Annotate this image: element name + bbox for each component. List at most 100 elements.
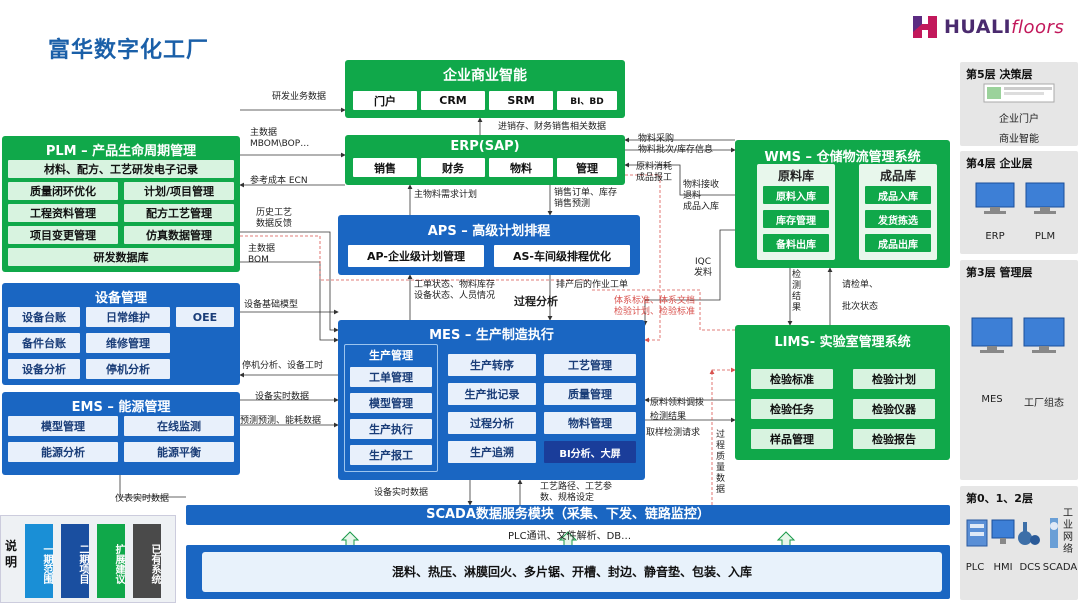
ems-item-balance: 能源平衡: [124, 442, 234, 462]
erp-item-material: 物料: [489, 158, 553, 177]
layer-4-title: 第4层 企业层: [966, 157, 1033, 170]
ems-title: EMS – 能源管理: [71, 400, 171, 415]
equip-item-repair: 维修管理: [86, 333, 170, 353]
note-forecast: 预测预测、能耗数据: [240, 416, 322, 426]
wms-fin-1: 发货拣选: [865, 210, 931, 228]
note-consume: 原料消耗 成品报工: [636, 162, 673, 183]
equip-item-oee: OEE: [176, 307, 234, 327]
wms-panel: WMS – 仓储物流管理系统 原料库 原料入库 库存管理 备料出库 成品库 成品…: [735, 140, 950, 268]
erp-item-sales: 销售: [353, 158, 417, 177]
note-inspect-res2: 检测结果: [650, 412, 687, 422]
lims-title: LIMS- 实验室管理系统: [774, 335, 911, 350]
erp-panel: ERP(SAP) 销售 财务 物料 管理: [345, 135, 625, 185]
layer-0-2-network: 工业网络: [1063, 508, 1073, 555]
aps-title: APS – 高级计划排程: [427, 224, 551, 239]
mes-right-0: 工艺管理: [544, 354, 636, 376]
process-list: 混料、热压、淋膜回火、多片锯、开槽、封边、静音垫、包装、入库: [202, 552, 942, 592]
layer-3-title: 第3层 管理层: [966, 266, 1033, 279]
mes-right-3: BI分析、大屏: [544, 441, 636, 463]
aps-panel: APS – 高级计划排程 AP-企业级计划管理 AS-车间级排程优化: [338, 215, 640, 275]
mes-left-3: 生产报工: [350, 445, 432, 465]
layer-5-item-0: 企业门户: [999, 114, 1039, 125]
note-equip-rt: 设备实时数据: [255, 392, 310, 402]
mes-panel: MES – 生产制造执行 生产管理 工单管理 模型管理 生产执行 生产报工 生产…: [338, 320, 645, 480]
equip-item-ledger: 设备台账: [8, 307, 80, 327]
plm-server-icon: [1025, 182, 1065, 214]
equipment-title: 设备管理: [94, 291, 147, 306]
equip-item-spares: 备件台账: [8, 333, 80, 353]
note-sched-order: 排产后的作业工单: [556, 280, 629, 290]
erp-server-icon: [975, 182, 1015, 214]
scada-bar: SCADA数据服务模块（采集、下发、链路监控）: [186, 505, 950, 525]
lims-panel: LIMS- 实验室管理系统 检验标准 检验计划 检验任务 检验仪器 样品管理 检…: [735, 325, 950, 460]
equip-item-analysis: 设备分析: [8, 359, 80, 379]
layer-0-2-title: 第0、1、2层: [966, 492, 1033, 505]
mes-right-1: 质量管理: [544, 383, 636, 405]
mes-sub-title: 生产管理: [369, 349, 413, 362]
scada-sub: PLC通讯、文件解析、DB…: [508, 531, 632, 542]
note-meter-rt: 仪表实时数据: [115, 494, 170, 504]
erp-item-management: 管理: [557, 158, 617, 177]
note-route: 工艺路径、工艺参 数、规格设定: [540, 482, 613, 503]
note-mat-purchase: 物料采购 物料批次/库存信息: [638, 134, 714, 155]
legend: 说明 一期范围 二期项目 扩展建议 已有系统: [0, 515, 176, 603]
legend-item-existing: 已有系统: [133, 524, 161, 598]
ems-panel: EMS – 能源管理 模型管理 在线监测 能源分析 能源平衡: [2, 392, 240, 475]
brand-logo: HUALIfloors: [910, 10, 1070, 44]
plm-item-plan: 计划/项目管理: [124, 182, 234, 200]
note-process-analysis: 过程分析: [514, 295, 558, 308]
note-cost-ecn: 参考成本 ECN: [250, 176, 308, 186]
wms-raw-store: 原料库 原料入库 库存管理 备料出库: [757, 164, 835, 260]
ems-item-analysis: 能源分析: [8, 442, 118, 462]
wms-fin-title: 成品库: [879, 169, 916, 183]
legend-item-extension: 扩展建议: [97, 524, 125, 598]
note-equip-rt2: 设备实时数据: [374, 488, 429, 498]
erp-item-finance: 财务: [421, 158, 485, 177]
equip-item-maintenance: 日常维护: [86, 307, 170, 327]
lims-item-1: 检验计划: [853, 369, 935, 389]
wms-raw-2: 备料出库: [763, 234, 829, 252]
aps-item-as: AS-车间级排程优化: [494, 245, 630, 267]
legend-label: 说明: [4, 539, 17, 569]
ems-item-model: 模型管理: [8, 416, 118, 436]
bi-item-bibd: BI、BD: [557, 91, 617, 110]
mes-left-2: 生产执行: [350, 419, 432, 439]
layer-4: 第4层 企业层 ERP PLM: [960, 151, 1078, 254]
wms-finished-store: 成品库 成品入库 发货拣选 成品出库: [859, 164, 937, 260]
plm-item-formula: 配方工艺管理: [124, 204, 234, 222]
mes-mid-2: 过程分析: [448, 412, 536, 434]
logo-text: HUALIfloors: [944, 16, 1065, 38]
note-sample-req: 取样检测请求: [646, 428, 701, 438]
legend-item-phase1: 一期范围: [25, 524, 53, 598]
note-history: 历史工艺 数据反馈: [256, 208, 293, 229]
layer-3-item-0: MES: [981, 394, 1003, 405]
note-mat-adjust: 原料领料调拨: [650, 398, 705, 408]
equipment-panel: 设备管理 设备台账 日常维护 OEE 备件台账 维修管理 设备分析 停机分析: [2, 283, 240, 385]
note-mat-plan: 主物料需求计划: [414, 190, 478, 200]
note-equip-model: 设备基础模型: [244, 300, 299, 310]
note-master-bom: 主数据 BOM: [248, 244, 276, 265]
portal-screen-icon: [983, 83, 1055, 103]
note-sales-fin: 进销存、财务销售相关数据: [498, 122, 607, 132]
ems-item-monitor: 在线监测: [124, 416, 234, 436]
mes-monitor-icon: [971, 317, 1013, 353]
bi-panel: 企业商业智能 门户 CRM SRM BI、BD: [345, 60, 625, 118]
factory-config-icon: [1023, 317, 1065, 353]
note-iqc: IQC 发料: [694, 257, 713, 278]
plm-rd-database: 研发数据库: [8, 248, 234, 266]
layer-0-2-item-3: SCADA: [1042, 562, 1078, 573]
mes-left-0: 工单管理: [350, 367, 432, 387]
plm-item-change: 项目变更管理: [8, 226, 118, 244]
note-master-data: 主数据 MBOM\BOP…: [250, 128, 310, 149]
wms-raw-1: 库存管理: [763, 210, 829, 228]
bi-item-crm: CRM: [421, 91, 485, 110]
layer-4-item-1: PLM: [1034, 231, 1056, 242]
layer-3-item-1: 工厂组态: [1024, 398, 1064, 409]
plc-icon: [966, 519, 988, 547]
note-work-status: 工单状态、物料库存 设备状态、人员情况: [414, 280, 496, 301]
wms-fin-0: 成品入库: [865, 186, 931, 204]
page-title: 富华数字化工厂: [48, 38, 210, 63]
equip-item-downtime: 停机分析: [86, 359, 170, 379]
plm-item-engineering: 工程资料管理: [8, 204, 118, 222]
